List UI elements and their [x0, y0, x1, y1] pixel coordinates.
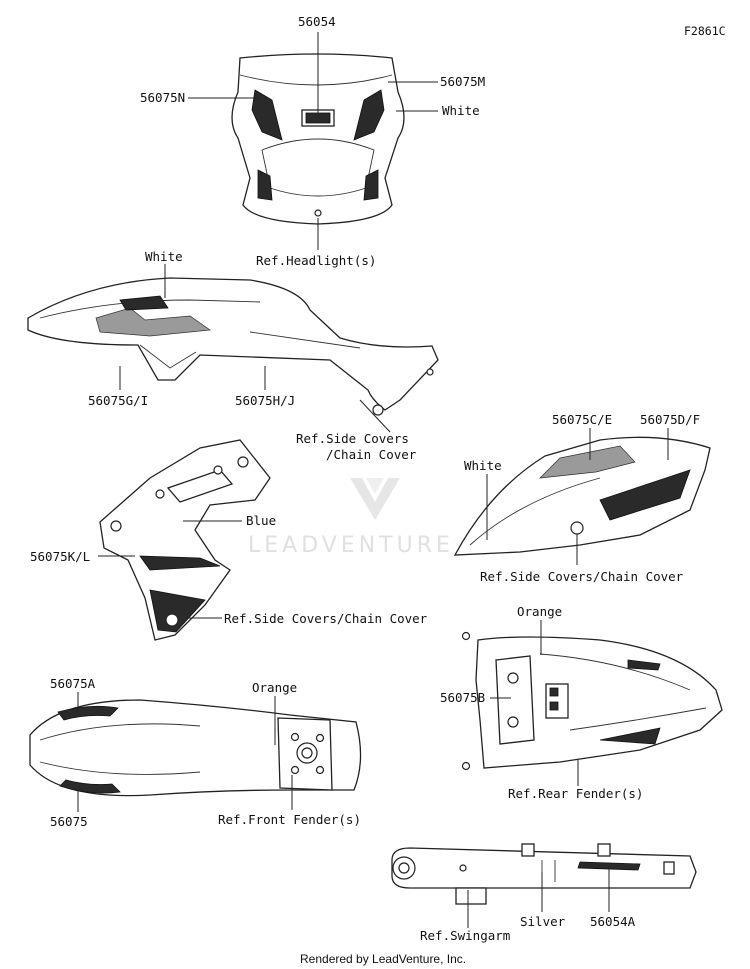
- label-56075CE: 56075C/E: [552, 412, 612, 427]
- label-56075N: 56075N: [140, 90, 185, 105]
- ref-side-covers-3: Ref.Side Covers/Chain Cover: [224, 611, 428, 626]
- ref-swingarm: Ref.Swingarm: [420, 928, 510, 943]
- label-56075B: 56075B: [440, 690, 485, 705]
- watermark-text: LEADVENTURE: [248, 533, 454, 558]
- label-white-shroud: White: [145, 249, 183, 264]
- label-56075HJ: 56075H/J: [235, 393, 295, 408]
- label-56054: 56054: [298, 14, 336, 29]
- ref-rear-fender: Ref.Rear Fender(s): [508, 786, 643, 801]
- ref-side-covers-1: Ref.Side Covers: [296, 431, 409, 446]
- front-fender[interactable]: [29, 699, 362, 797]
- label-56075DF: 56075D/F: [640, 412, 700, 427]
- watermark-logo: [350, 478, 400, 520]
- ref-chain-cover-1: /Chain Cover: [326, 447, 417, 462]
- label-silver: Silver: [520, 914, 566, 929]
- label-white-side-cover: White: [464, 458, 502, 473]
- label-56054A: 56054A: [590, 914, 636, 929]
- side-cover-right[interactable]: [453, 436, 711, 556]
- label-56075M: 56075M: [440, 74, 485, 89]
- tank-shroud[interactable]: [27, 277, 439, 416]
- ref-front-fender: Ref.Front Fender(s): [218, 812, 361, 827]
- label-white-headlight: White: [442, 103, 480, 118]
- side-cover-left[interactable]: [99, 439, 271, 641]
- rear-fender[interactable]: [461, 631, 723, 771]
- label-orange-front: Orange: [252, 680, 297, 695]
- figure-code: F2861C: [684, 24, 726, 38]
- swingarm[interactable]: [391, 843, 697, 905]
- ref-headlight: Ref.Headlight(s): [256, 253, 376, 268]
- ref-side-covers-2: Ref.Side Covers/Chain Cover: [480, 569, 684, 584]
- label-56075A: 56075A: [50, 676, 96, 691]
- label-56075GI: 56075G/I: [88, 393, 148, 408]
- headlight-cowl[interactable]: [231, 53, 405, 225]
- label-56075KL: 56075K/L: [30, 549, 90, 564]
- label-56075: 56075: [50, 814, 88, 829]
- footer-credit: Rendered by LeadVenture, Inc.: [300, 952, 466, 966]
- label-orange-rear: Orange: [517, 604, 562, 619]
- label-blue: Blue: [246, 513, 276, 528]
